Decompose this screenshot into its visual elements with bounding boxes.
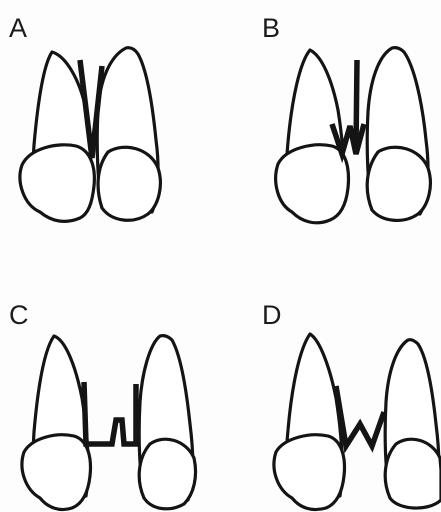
panel-c-right-tooth [139,336,195,509]
panel-d-right-tooth [385,340,441,508]
panel-c-drawing [22,336,196,510]
panel-c-wire [84,382,136,444]
panel-d-left-tooth [274,334,344,510]
panel-b-wire-vertical [356,60,357,148]
panel-d-wire [336,386,384,446]
panel-b-drawing [276,48,431,223]
panel-d-drawing [274,334,441,510]
panel-c-left-tooth [22,336,90,510]
panel-b-right-tooth [367,48,430,221]
panel-a-right-tooth [97,48,160,221]
panel-a-drawing [20,48,160,222]
